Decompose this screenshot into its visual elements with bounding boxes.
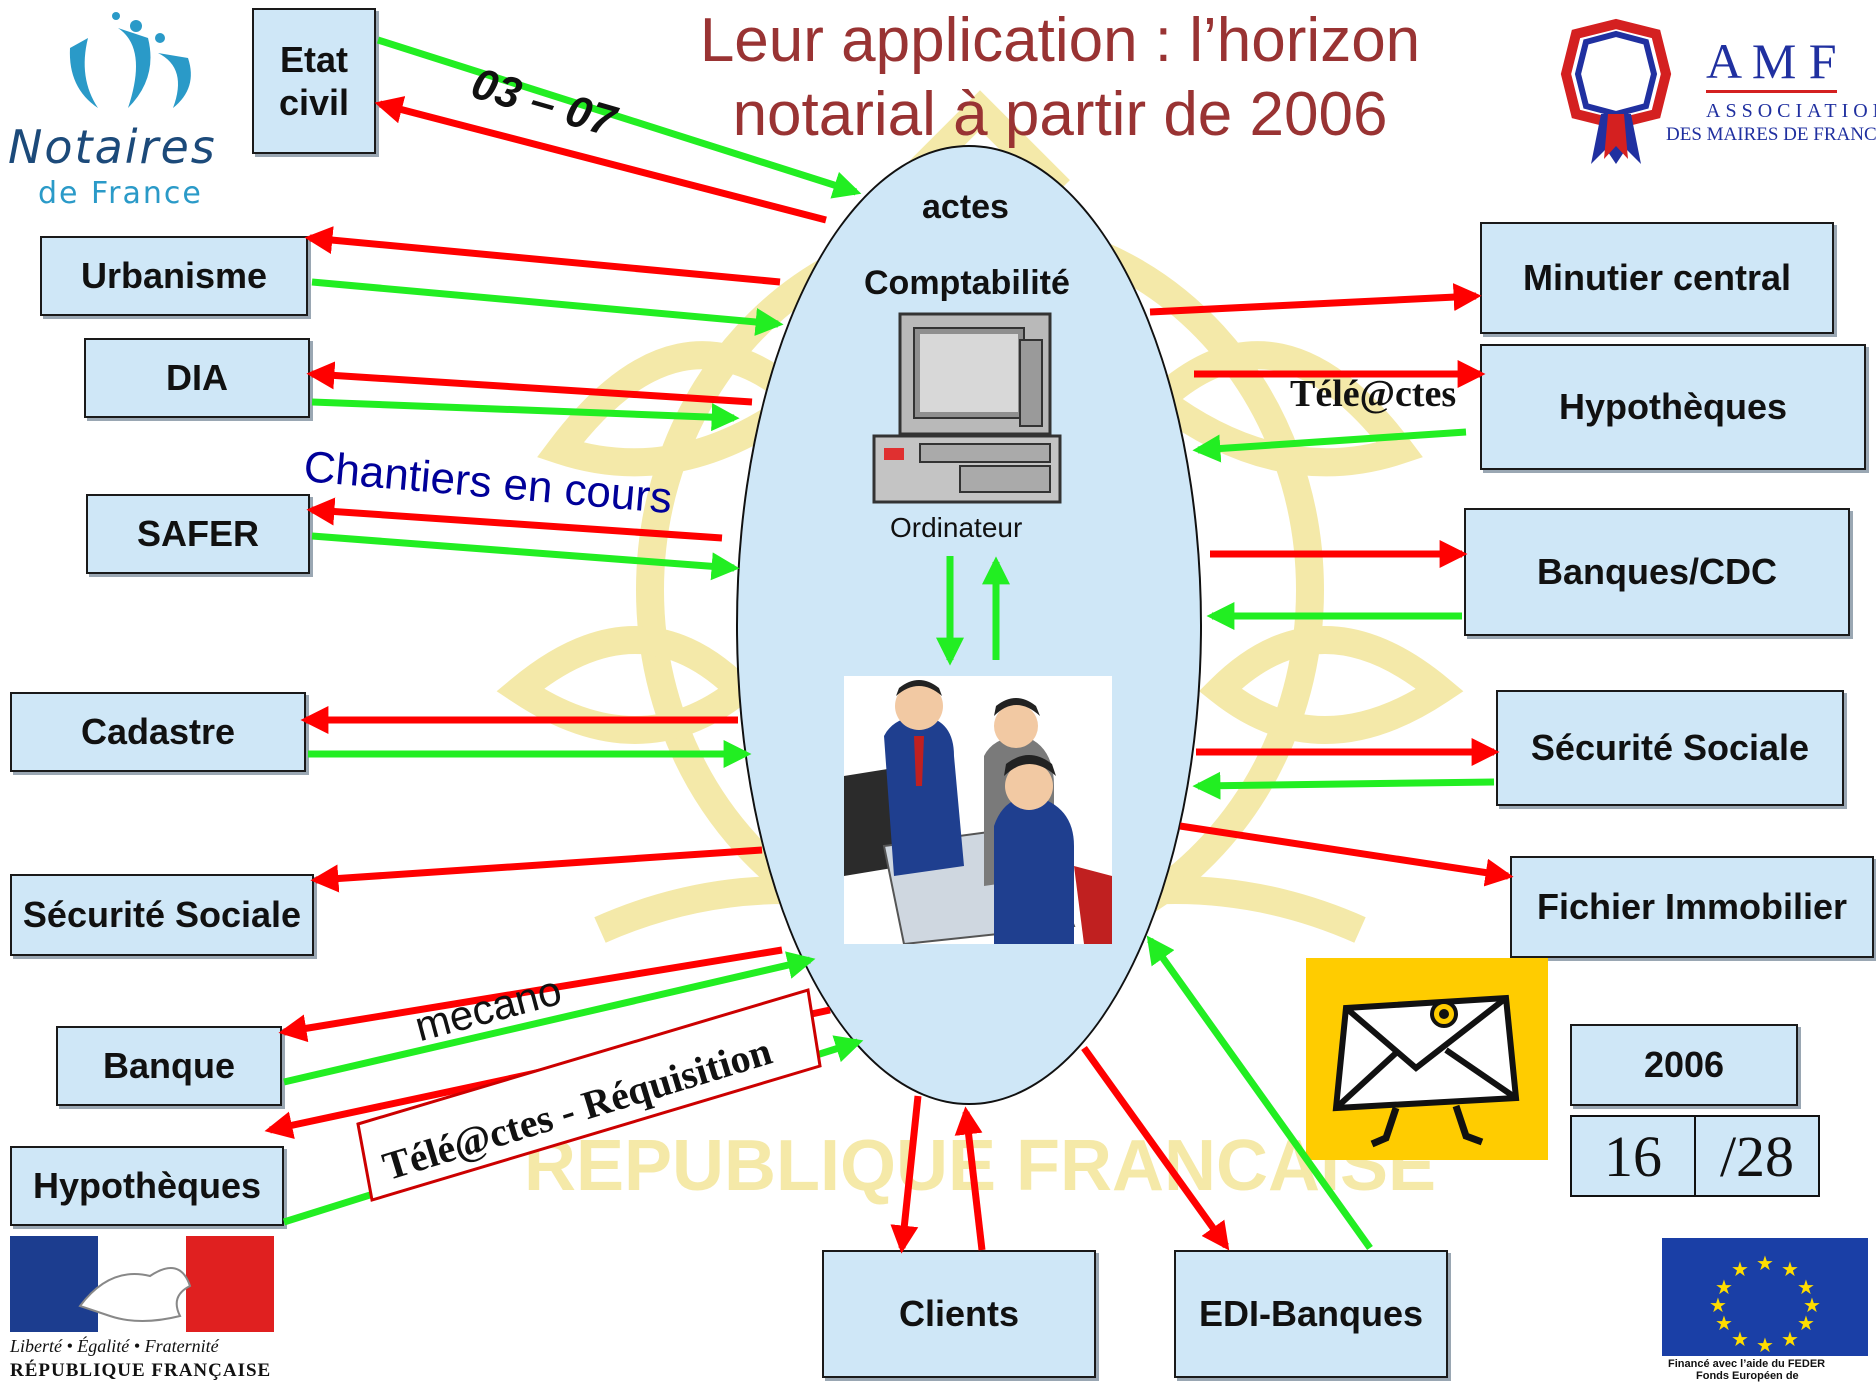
republique-name: RÉPUBLIQUE FRANÇAISE xyxy=(10,1360,272,1381)
title-line-1: Leur application : l’horizon xyxy=(699,6,1421,75)
svg-text:★: ★ xyxy=(1709,1293,1727,1317)
title-line-2: notarial à partir de 2006 xyxy=(732,80,1388,149)
center-ordinateur: Ordinateur xyxy=(890,512,1023,543)
svg-text:★: ★ xyxy=(1803,1293,1821,1317)
eu-flag-icon: ★★★ ★★★ ★★★ ★★★ xyxy=(1662,1238,1868,1357)
notaires-logo: Notaires de France xyxy=(8,8,248,228)
republique-motto: Liberté • Égalité • Fraternité xyxy=(10,1336,219,1356)
svg-text:★: ★ xyxy=(1756,1251,1774,1275)
box-hypotheques-left[interactable]: Hypothèques xyxy=(10,1146,284,1226)
svg-text:★: ★ xyxy=(1731,1327,1749,1351)
eu-line-1: Financé avec l’aide du FEDER xyxy=(1668,1358,1826,1370)
watermark-text: REPUBLIQUE FRANCAISE xyxy=(524,1126,1436,1206)
amf-logo: A M F Association des Maires de France xyxy=(1556,14,1876,164)
amf-emblem-icon xyxy=(1560,18,1672,164)
label-teleactes-right: Télé@ctes xyxy=(1290,373,1457,415)
computer-icon xyxy=(872,312,1062,504)
page-total: /28 xyxy=(1694,1117,1818,1195)
central-ellipse xyxy=(736,145,1202,1105)
box-edi-banques[interactable]: EDI-Banques xyxy=(1174,1250,1448,1378)
amf-line-2: des Maires de France xyxy=(1666,124,1876,145)
svg-text:★: ★ xyxy=(1756,1333,1774,1356)
notaires-emblem-icon xyxy=(69,12,191,108)
box-minutier-central[interactable]: Minutier central xyxy=(1480,222,1834,334)
svg-text:★: ★ xyxy=(1797,1311,1815,1335)
box-banques-cdc[interactable]: Banques/CDC xyxy=(1464,508,1850,636)
notaires-line-2: de France xyxy=(38,176,203,211)
amf-line-1: Association xyxy=(1706,100,1876,122)
svg-text:★: ★ xyxy=(1797,1275,1815,1299)
svg-text:★: ★ xyxy=(1715,1275,1733,1299)
box-etat-civil[interactable]: Etat civil xyxy=(252,8,376,154)
eu-logo: ★★★ ★★★ ★★★ ★★★ Financé avec l’aide du F… xyxy=(1662,1238,1868,1382)
box-cadastre[interactable]: Cadastre xyxy=(10,692,306,772)
center-comptabilite: Comptabilité xyxy=(864,264,1070,302)
svg-text:★: ★ xyxy=(1781,1327,1799,1351)
page-counter: 16 /28 xyxy=(1570,1115,1820,1197)
marianne-icon xyxy=(10,1236,274,1332)
republique-logo: Liberté • Égalité • Fraternité RÉPUBLIQU… xyxy=(10,1236,280,1381)
box-year-2006[interactable]: 2006 xyxy=(1570,1024,1798,1106)
box-urbanisme[interactable]: Urbanisme xyxy=(40,236,308,316)
svg-text:★: ★ xyxy=(1731,1257,1749,1281)
box-dia[interactable]: DIA xyxy=(84,338,310,418)
center-actes: actes xyxy=(922,188,1009,226)
box-hypotheques-right[interactable]: Hypothèques xyxy=(1480,344,1866,470)
svg-text:★: ★ xyxy=(1715,1311,1733,1335)
envelope-mail-icon[interactable] xyxy=(1306,958,1548,1160)
slide-title: Leur application : l’horizon notarial à … xyxy=(560,4,1560,152)
amf-acronym: A M F xyxy=(1706,32,1837,93)
page-current: 16 xyxy=(1604,1123,1662,1189)
box-clients[interactable]: Clients xyxy=(822,1250,1096,1378)
eu-line-2: Fonds Européen de xyxy=(1696,1370,1799,1382)
office-workers-icon xyxy=(844,676,1112,944)
box-securite-sociale-right[interactable]: Sécurité Sociale xyxy=(1496,690,1844,806)
box-securite-sociale-left[interactable]: Sécurité Sociale xyxy=(10,874,314,956)
box-banque[interactable]: Banque xyxy=(56,1026,282,1106)
notaires-line-1: Notaires xyxy=(8,120,217,174)
box-fichier-immobilier[interactable]: Fichier Immobilier xyxy=(1510,856,1874,958)
box-safer[interactable]: SAFER xyxy=(86,494,310,574)
svg-text:★: ★ xyxy=(1781,1257,1799,1281)
